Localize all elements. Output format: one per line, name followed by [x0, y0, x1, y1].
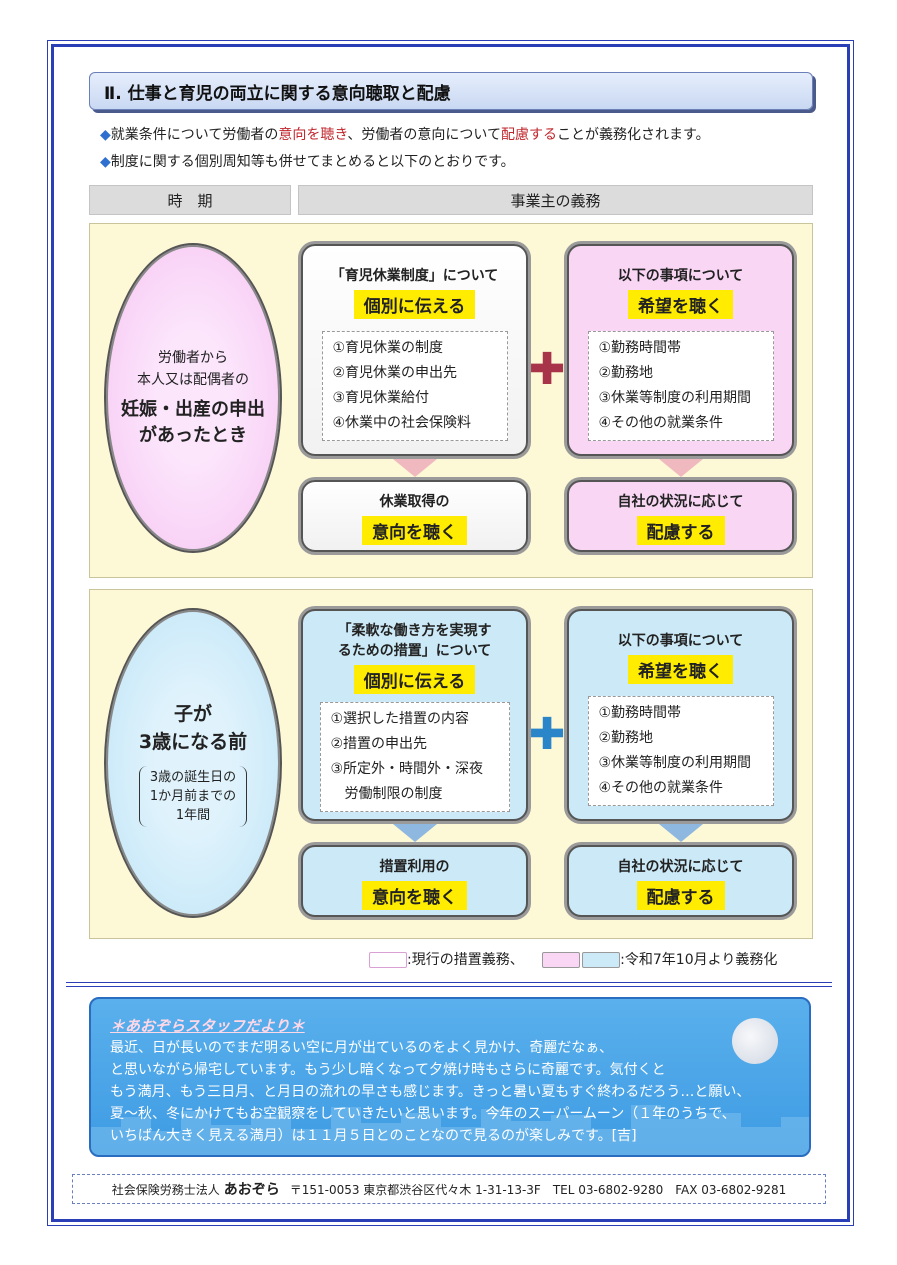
- box-leave-intention: 休業取得の 意向を聴く: [301, 480, 528, 552]
- footer: 社会保険労務士法人あおぞら〒151-0053 東京都渋谷区代々木 1-31-13…: [72, 1174, 826, 1204]
- legend-swatch-current: [369, 952, 407, 968]
- box-ask-wishes-1: 以下の事項について 希望を聴く ①勤務時間帯 ②勤務地 ③休業等制度の利用期間 …: [567, 244, 794, 456]
- legend-swatch-pink: [542, 952, 581, 968]
- oval-note: 3歳の誕生日の 1か月前までの 1年間: [138, 765, 248, 827]
- arrow-down-icon: [659, 824, 703, 842]
- oval-pregnancy: 労働者から 本人又は配偶者の 妊娠・出産の申出 があったとき: [104, 243, 282, 553]
- box-consider-2: 自社の状況に応じて 配慮する: [567, 845, 794, 917]
- box-ask-wishes-2: 以下の事項について 希望を聴く ①勤務時間帯 ②勤務地 ③休業等制度の利用期間 …: [567, 609, 794, 821]
- divider: [66, 986, 832, 987]
- box-notify-measures: 「柔軟な働き方を実現す るための措置」について 個別に伝える ①選択した措置の内…: [301, 609, 528, 821]
- moon-icon: [732, 1018, 778, 1064]
- intro-line-2: ◆制度に関する個別周知等も併せてまとめると以下のとおりです。: [100, 154, 515, 170]
- box-measure-intention: 措置利用の 意向を聴く: [301, 845, 528, 917]
- header-duty: 事業主の義務: [298, 185, 813, 215]
- box-consider-1: 自社の状況に応じて 配慮する: [567, 480, 794, 552]
- arrow-down-icon: [393, 459, 437, 477]
- legend: :現行の措置義務、 :令和7年10月より義務化: [369, 949, 777, 969]
- plus-icon: ✚: [528, 709, 566, 760]
- list-wish-items-1: ①勤務時間帯 ②勤務地 ③休業等制度の利用期間 ④その他の就業条件: [587, 331, 774, 441]
- arrow-down-icon: [393, 824, 437, 842]
- news-body: 最近、日が長いのでまだ明るい空に月が出ているのをよく見かけ、奇麗だなぁ、 と思い…: [110, 1040, 751, 1144]
- diamond-icon: ◆: [100, 127, 111, 143]
- header-period: 時 期: [89, 185, 291, 215]
- list-measure-items: ①選択した措置の内容 ②措置の申出先 ③所定外・時間外・深夜 労働制限の制度: [319, 702, 510, 812]
- plus-icon: ✚: [528, 344, 566, 395]
- diamond-icon: ◆: [100, 154, 111, 170]
- intro-line-1: ◆就業条件について労働者の意向を聴き、労働者の意向について配慮することが義務化さ…: [100, 127, 710, 143]
- oval-heading: 妊娠・出産の申出 があったとき: [121, 399, 265, 446]
- oval-heading: 子が 3歳になる前: [138, 702, 248, 753]
- divider: [66, 982, 832, 983]
- legend-swatch-blue: [582, 952, 621, 968]
- list-wish-items-2: ①勤務時間帯 ②勤務地 ③休業等制度の利用期間 ④その他の就業条件: [587, 696, 774, 806]
- oval-under-3: 子が 3歳になる前 3歳の誕生日の 1か月前までの 1年間: [104, 608, 282, 918]
- list-leave-items: ①育児休業の制度 ②育児休業の申出先 ③育児休業給付 ④休業中の社会保険料: [321, 331, 508, 441]
- news-title: ＊あおぞらスタッフだより＊: [110, 1017, 305, 1035]
- box-notify-leave: 「育児休業制度」について 個別に伝える ①育児休業の制度 ②育児休業の申出先 ③…: [301, 244, 528, 456]
- page-frame: [47, 40, 854, 1226]
- oval-text: 労働者から 本人又は配偶者の: [137, 350, 249, 388]
- arrow-down-icon: [659, 459, 703, 477]
- city-skyline-icon: [91, 1105, 809, 1155]
- page-title: Ⅱ. 仕事と育児の両立に関する意向聴取と配慮: [89, 72, 813, 110]
- staff-news-panel: [89, 997, 811, 1157]
